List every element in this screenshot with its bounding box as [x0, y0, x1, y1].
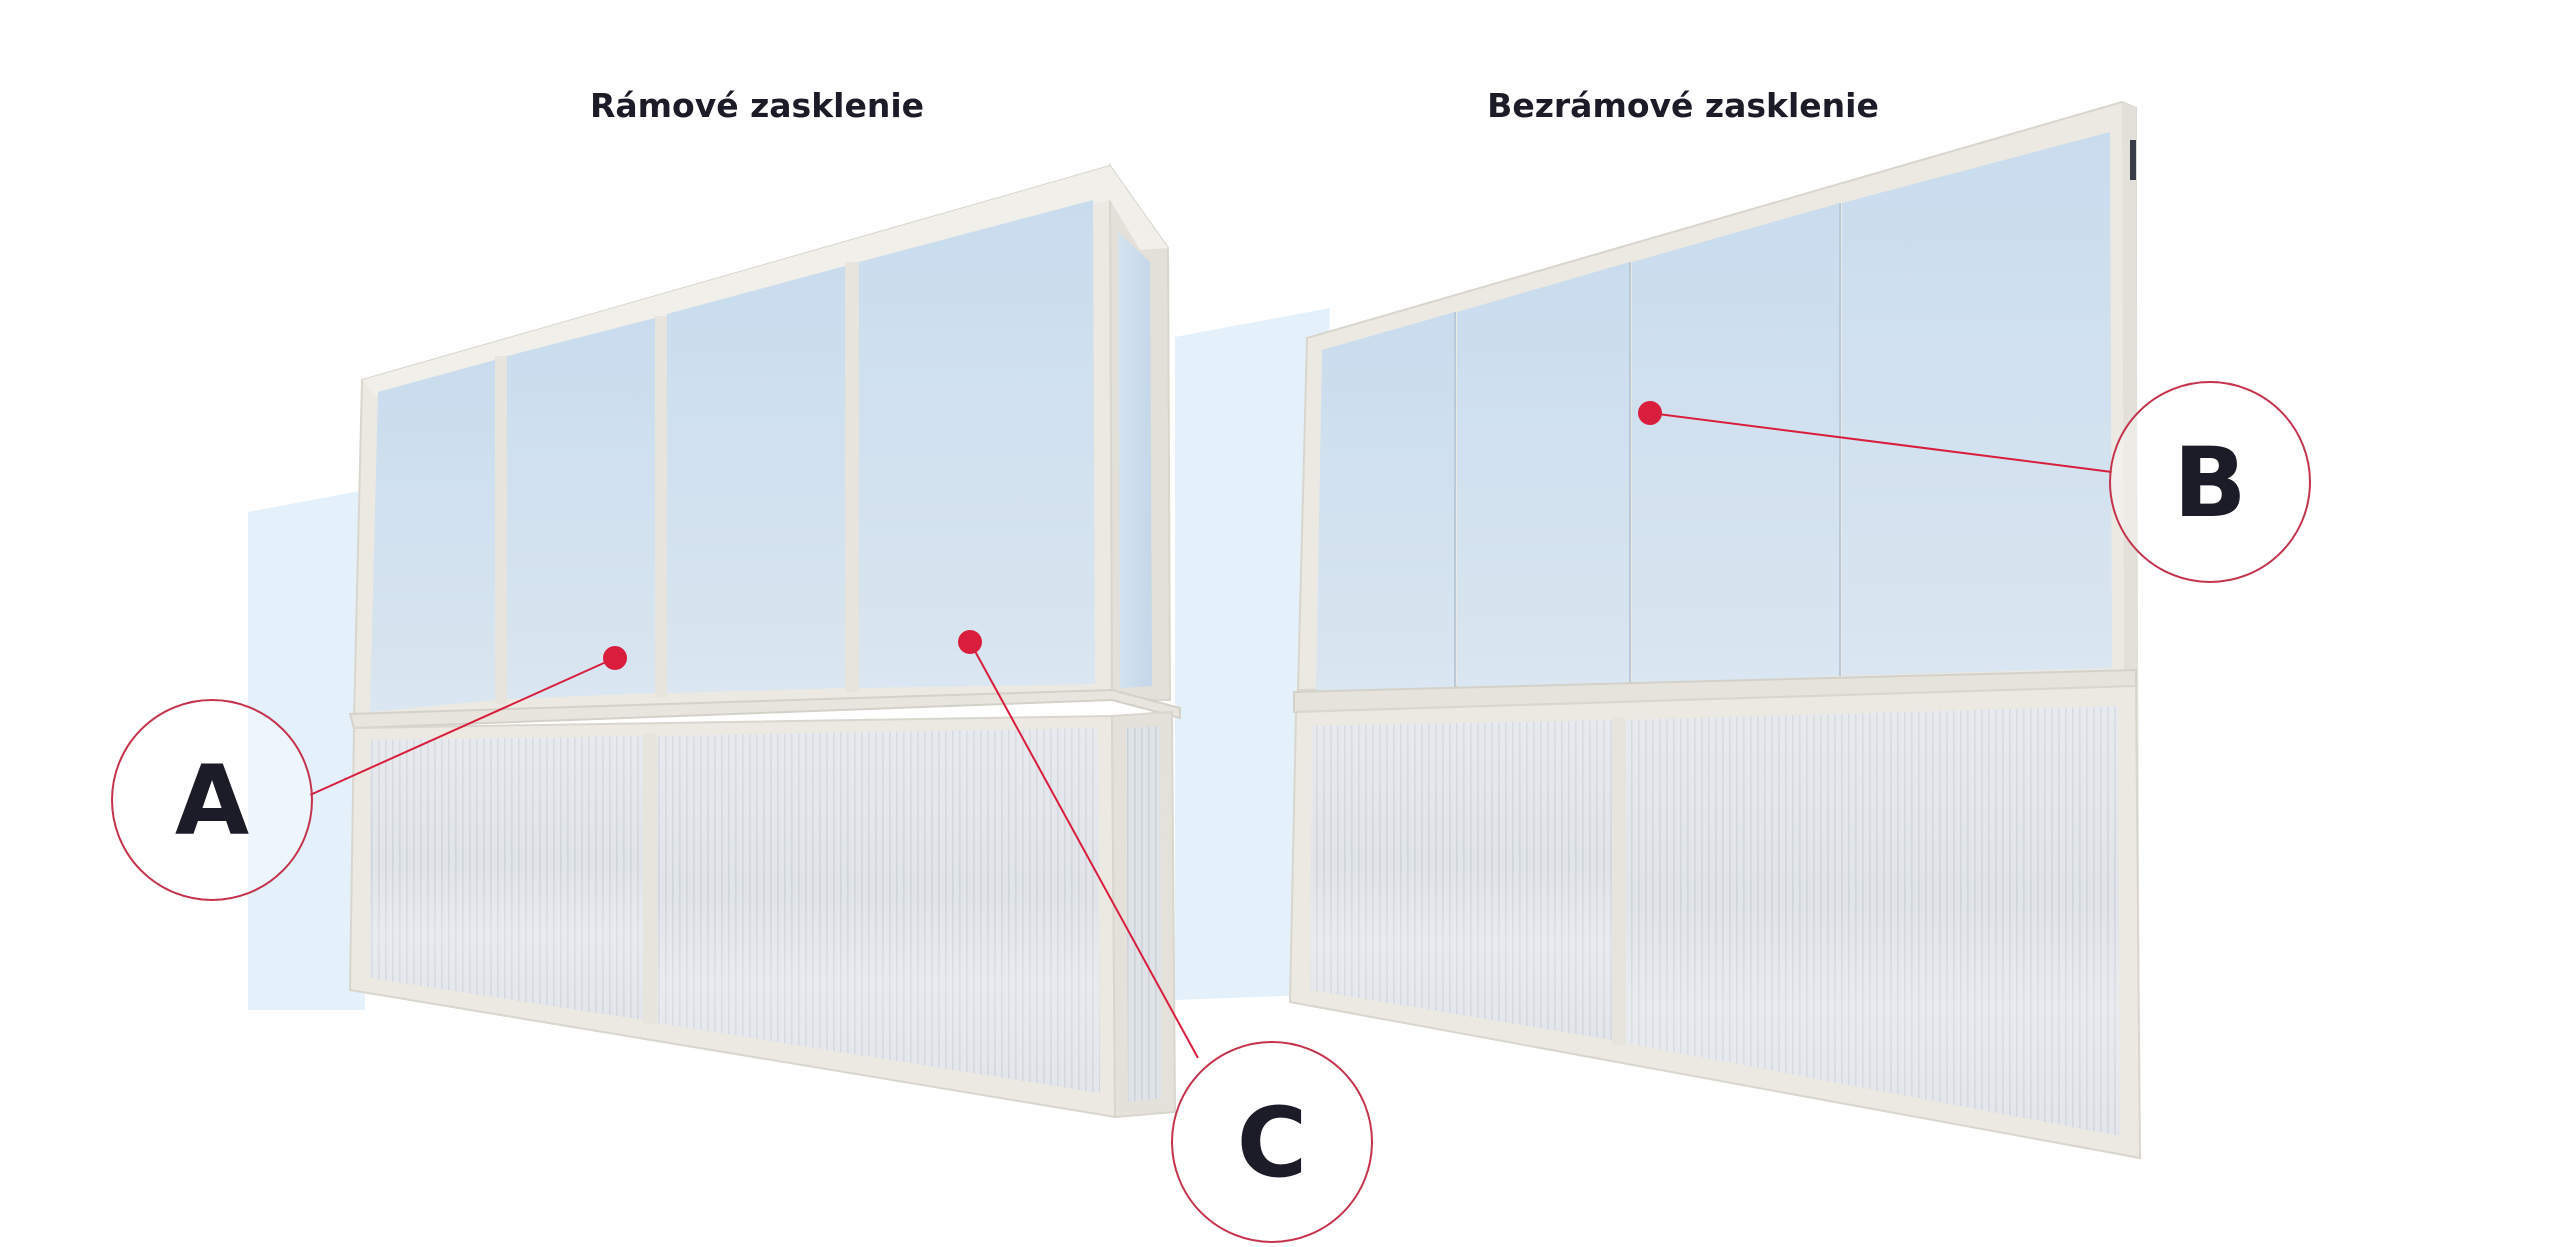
glass-pane — [1632, 203, 1840, 684]
mullion — [655, 316, 667, 697]
callout-ring — [1171, 1041, 1373, 1243]
callout-letter-c: C — [1237, 1087, 1307, 1199]
side-glass — [1118, 232, 1152, 688]
lower-mullion — [643, 734, 657, 1024]
left-backdrop-wall — [248, 490, 365, 1010]
glass-pane — [1842, 132, 2112, 676]
callout-a: A — [111, 646, 627, 901]
callout-c: C — [958, 630, 1373, 1243]
marker-dot — [1638, 401, 1662, 425]
leader-line — [969, 641, 1199, 1059]
frameless-balcony — [1288, 100, 2142, 1160]
leader-line — [1649, 412, 2113, 473]
center-backdrop-wall — [1175, 308, 1330, 1000]
callout-b: B — [1638, 381, 2311, 583]
glass-pane — [1457, 262, 1630, 690]
lower-mullion — [1612, 718, 1626, 1046]
glass-pane — [667, 266, 845, 693]
frame-glazing-title: Rámové zasklenie — [589, 86, 925, 125]
callout-ring — [2109, 381, 2311, 583]
callout-letter-a: A — [175, 745, 249, 857]
glass-pane — [370, 360, 495, 712]
glass-pane — [1316, 312, 1455, 694]
callout-ring — [111, 699, 313, 901]
mullion — [845, 262, 859, 692]
glass-pane — [507, 318, 655, 699]
marker-dot — [958, 630, 982, 654]
framed-balcony — [248, 162, 1330, 1119]
glass-pane — [859, 200, 1095, 688]
marker-dot — [603, 646, 627, 670]
mullion — [495, 356, 507, 704]
leader-line — [309, 657, 616, 796]
polycarbonate-panel — [1126, 726, 1162, 1102]
callout-letter-b: B — [2173, 427, 2246, 539]
frameless-glazing-title: Bezrámové zasklenie — [1487, 86, 1879, 125]
